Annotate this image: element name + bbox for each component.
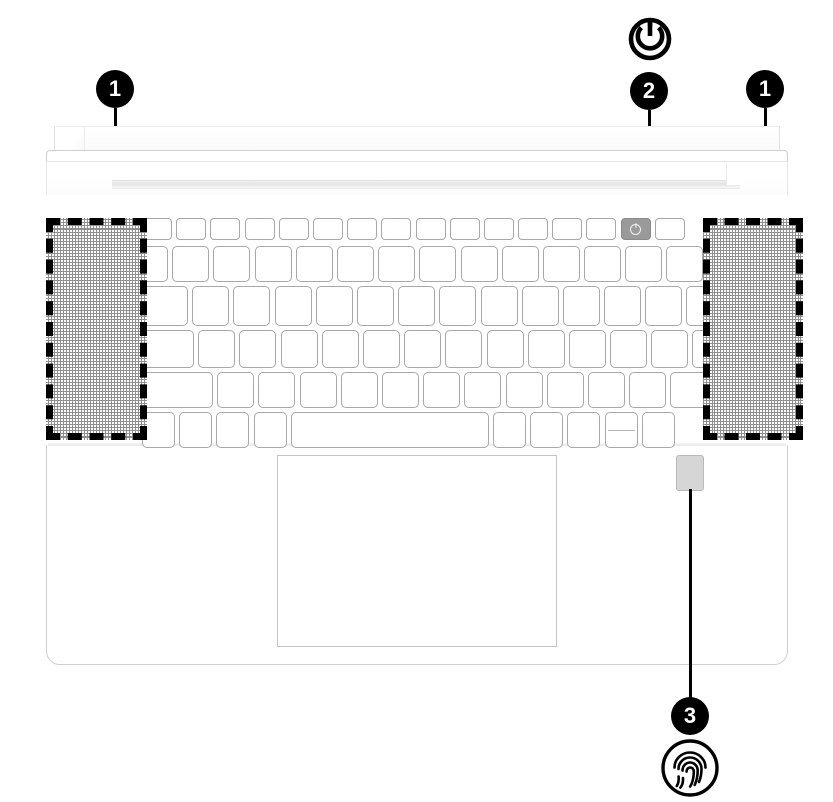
- keyboard-key[interactable]: [546, 372, 584, 408]
- touchpad[interactable]: [277, 455, 557, 647]
- keyboard-key[interactable]: [142, 286, 188, 326]
- keyboard-key[interactable]: [521, 286, 559, 326]
- keyboard-key[interactable]: [217, 372, 255, 408]
- keyboard-key[interactable]: [518, 218, 549, 240]
- keyboard-key[interactable]: [340, 372, 378, 408]
- keyboard-key[interactable]: [381, 218, 412, 240]
- keyboard-key[interactable]: [347, 218, 378, 240]
- keyboard-key[interactable]: [505, 372, 543, 408]
- keyboard-key[interactable]: [312, 218, 343, 240]
- keyboard-key[interactable]: [213, 246, 251, 282]
- keyboard-key[interactable]: [172, 246, 210, 282]
- keyboard-key[interactable]: [666, 246, 704, 282]
- keyboard-key[interactable]: [198, 330, 236, 368]
- keyboard-key[interactable]: [356, 286, 394, 326]
- keyboard-key[interactable]: [587, 372, 625, 408]
- keyboard-key[interactable]: [315, 286, 353, 326]
- speaker-right-highlight: [703, 218, 803, 440]
- speaker-left-highlight: [46, 218, 147, 440]
- keyboard-key[interactable]: [460, 246, 498, 282]
- keyboard-key[interactable]: [542, 246, 580, 282]
- keyboard-key[interactable]: [362, 330, 400, 368]
- keyboard-key[interactable]: [253, 412, 287, 448]
- keyboard-key[interactable]: [381, 372, 419, 408]
- hinge-right-notch: [726, 163, 742, 185]
- keyboard-key[interactable]: [445, 330, 483, 368]
- keyboard-key[interactable]: [274, 286, 312, 326]
- keyboard-key[interactable]: [216, 412, 250, 448]
- keyboard-key[interactable]: [527, 330, 565, 368]
- keyboard-key[interactable]: [492, 412, 526, 448]
- keyboard-key[interactable]: [449, 218, 480, 240]
- callout-badge-1-right[interactable]: 1: [746, 70, 784, 108]
- keyboard-key[interactable]: [552, 218, 583, 240]
- keyboard-key[interactable]: [404, 330, 442, 368]
- keyboard-key[interactable]: [423, 372, 461, 408]
- keyboard-key[interactable]: [142, 372, 213, 408]
- keyboard-key[interactable]: [239, 330, 277, 368]
- keyboard-key[interactable]: [567, 412, 601, 448]
- hinge-bar: [112, 180, 740, 189]
- keyboard-key[interactable]: [641, 412, 675, 448]
- keyboard-key[interactable]: [210, 218, 241, 240]
- keyboard-key[interactable]: [280, 330, 318, 368]
- keyboard-row-home-row: [142, 330, 758, 368]
- keyboard-row-number-row: [142, 246, 756, 282]
- keyboard-key[interactable]: [336, 246, 374, 282]
- keyboard-key[interactable]: [321, 330, 359, 368]
- keyboard-key[interactable]: [604, 412, 638, 448]
- keyboard-key[interactable]: [278, 218, 309, 240]
- keyboard-key[interactable]: [501, 246, 539, 282]
- keyboard-key[interactable]: [233, 286, 271, 326]
- keyboard-row-function-row: [142, 218, 685, 240]
- keyboard-key[interactable]: [179, 412, 213, 448]
- keyboard-row-shift-row: [142, 372, 743, 408]
- keyboard-key[interactable]: [480, 286, 518, 326]
- keyboard-key[interactable]: [486, 330, 524, 368]
- keyboard-key[interactable]: [568, 330, 606, 368]
- hinge-plate: [46, 161, 788, 195]
- callout-badge-3[interactable]: 3: [671, 697, 709, 735]
- keyboard-key[interactable]: [584, 246, 622, 282]
- keyboard-key[interactable]: [254, 246, 292, 282]
- callout-badge-1-left[interactable]: 1: [96, 70, 134, 108]
- keyboard-key[interactable]: [258, 372, 296, 408]
- power-key-glyph-icon: [630, 223, 642, 235]
- keyboard-key[interactable]: [439, 286, 477, 326]
- keyboard-key[interactable]: [483, 218, 514, 240]
- keyboard-key[interactable]: [142, 330, 194, 368]
- keyboard-key[interactable]: [604, 286, 642, 326]
- keyboard-key[interactable]: [625, 246, 663, 282]
- keyboard-key[interactable]: [299, 372, 337, 408]
- keyboard-row-bottom-row: [142, 412, 675, 448]
- leader-line-3: [688, 489, 692, 705]
- keyboard-key[interactable]: [645, 286, 683, 326]
- keyboard-key[interactable]: [415, 218, 446, 240]
- keyboard-key[interactable]: [530, 412, 564, 448]
- keyboard-key[interactable]: [176, 218, 207, 240]
- keyboard-key[interactable]: [378, 246, 416, 282]
- keyboard-key[interactable]: [651, 330, 689, 368]
- keyboard-key[interactable]: [610, 330, 648, 368]
- callout-badge-2[interactable]: 2: [630, 72, 668, 110]
- fingerprint-reader-pad[interactable]: [676, 455, 704, 491]
- keyboard-row-qwerty-row: [142, 286, 758, 326]
- keyboard-key[interactable]: [244, 218, 275, 240]
- keyboard-key[interactable]: [295, 246, 333, 282]
- fingerprint-icon: [659, 737, 721, 802]
- keyboard-key[interactable]: [654, 218, 685, 240]
- keyboard-key[interactable]: [398, 286, 436, 326]
- keyboard-key[interactable]: [419, 246, 457, 282]
- keyboard-key[interactable]: [192, 286, 230, 326]
- power-button-key[interactable]: [620, 218, 651, 240]
- keyboard-key[interactable]: [290, 412, 489, 448]
- keyboard-key[interactable]: [562, 286, 600, 326]
- keyboard[interactable]: [142, 218, 758, 448]
- keyboard-key[interactable]: [629, 372, 667, 408]
- keyboard-key[interactable]: [464, 372, 502, 408]
- power-icon: [625, 10, 675, 67]
- keyboard-key[interactable]: [586, 218, 617, 240]
